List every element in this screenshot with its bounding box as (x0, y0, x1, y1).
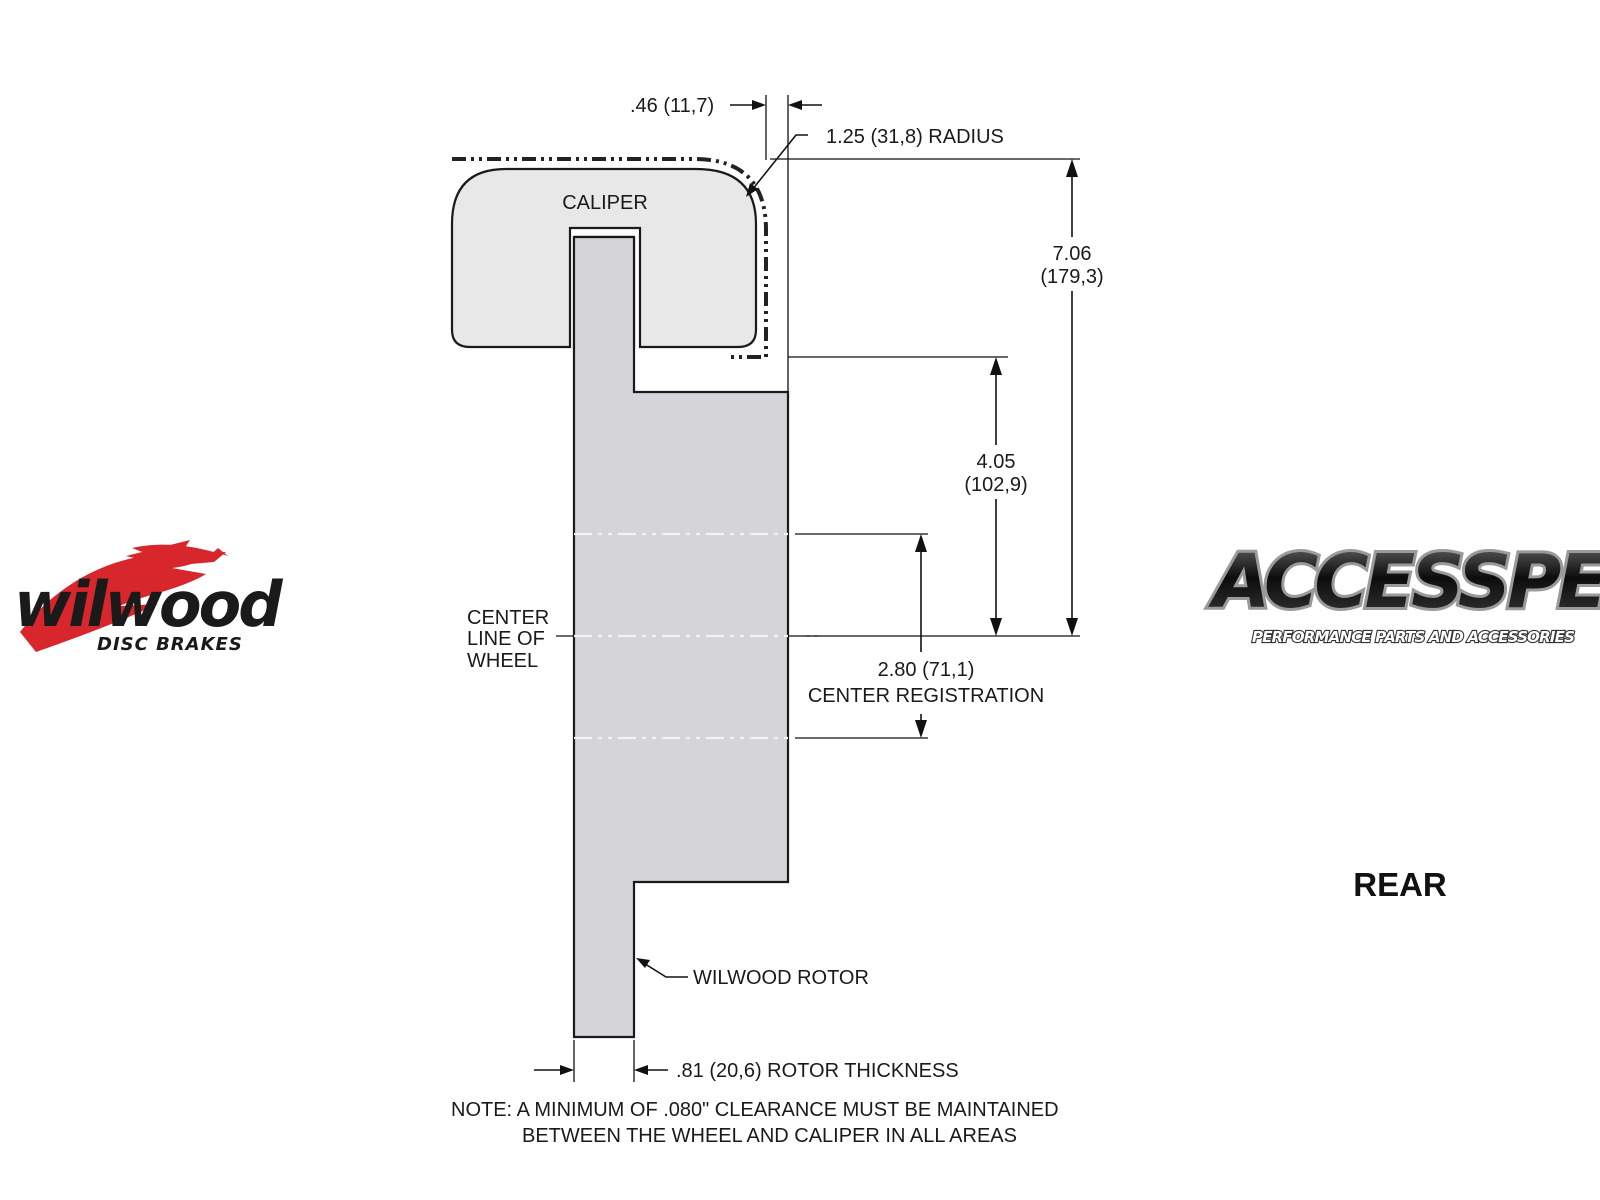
wilwood-logo: wilwood DISC BRAKES (14, 540, 286, 655)
wilwood-red-swoosh (20, 544, 228, 652)
caliper-height-mm: (102,9) (964, 474, 1027, 496)
rotor-in-caliper (574, 237, 634, 349)
clearance-note-line-1: NOTE: A MINIMUM OF .080" CLEARANCE MUST … (451, 1099, 1059, 1121)
caliper-label: CALIPER (562, 192, 648, 214)
wilwood-wordmark: wilwood (14, 568, 283, 641)
height-dimension-inches: 7.06 (1053, 243, 1092, 265)
height-dimension-mm: (179,3) (1040, 266, 1103, 288)
registration-dimension-label: 2.80 (71,1) (878, 659, 975, 681)
accesspeed-wordmark: ACCESSPEED (1208, 539, 1600, 625)
centerline-label-2: LINE OF (467, 628, 545, 650)
wilwood-subtitle: DISC BRAKES (97, 634, 243, 655)
caliper-body (450, 167, 758, 349)
registration-caption: CENTER REGISTRATION (808, 685, 1044, 707)
rotor-thickness-label: .81 (20,6) ROTOR THICKNESS (676, 1060, 959, 1082)
wheel-clearance-envelope (452, 157, 768, 359)
centerline-label-3: WHEEL (467, 650, 538, 672)
position-label: REAR (1353, 866, 1447, 903)
accesspeed-logo: ACCESSPEED ACCESSPEED PERFORMANCE PARTS … (1205, 536, 1600, 647)
centerline-label-1: CENTER (467, 607, 549, 629)
radius-dimension-label: 1.25 (31,8) RADIUS (826, 126, 1004, 148)
offset-dimension-label: .46 (11,7) (630, 95, 714, 117)
clearance-note-line-2: BETWEEN THE WHEEL AND CALIPER IN ALL ARE… (522, 1125, 1017, 1147)
accesspeed-wordmark-outline: ACCESSPEED (1208, 539, 1600, 625)
rotor-label: WILWOOD ROTOR (693, 967, 869, 989)
caliper-height-inches: 4.05 (977, 451, 1016, 473)
accesspeed-subtitle: PERFORMANCE PARTS AND ACCESSORIES (1252, 628, 1574, 646)
